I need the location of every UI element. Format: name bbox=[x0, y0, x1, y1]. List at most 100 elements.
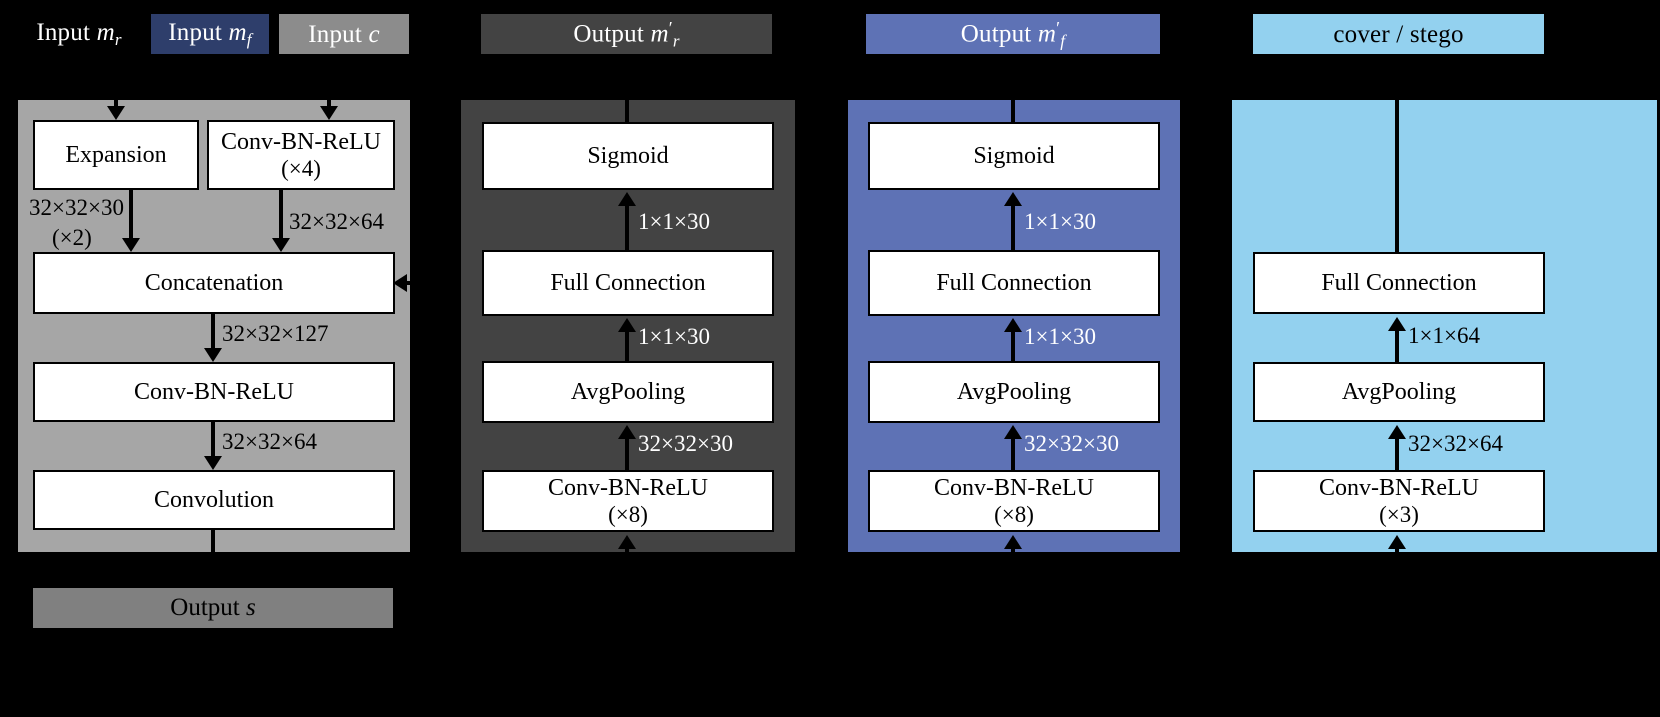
edge-p3-top-out bbox=[1011, 100, 1015, 122]
node-convolution-label: Convolution bbox=[153, 486, 274, 513]
header-cover-stego: cover / stego bbox=[1253, 14, 1544, 54]
header-output-mr-prime: Output m′r bbox=[481, 14, 772, 54]
node-conv-bn-relu-x4-label: Conv-BN-ReLU bbox=[221, 128, 381, 155]
node-p3-sigmoid[interactable]: Sigmoid bbox=[868, 122, 1160, 190]
edge-label-32x32x64-top: 32×32×64 bbox=[289, 209, 384, 234]
edge-p2-conv-to-avgpool bbox=[625, 438, 629, 470]
node-concatenation-label: Concatenation bbox=[144, 269, 284, 296]
node-p3-conv-bn-relu-x8-sub: (×8) bbox=[994, 501, 1034, 527]
edge-input-c-to-convbnrelu4 bbox=[327, 58, 331, 114]
arrowhead-expansion-to-concat bbox=[122, 238, 140, 252]
output-s-label: Output s bbox=[170, 594, 256, 621]
arrowhead-side-into-concatenation bbox=[393, 274, 407, 292]
node-p2-conv-bn-relu-x8[interactable]: Conv-BN-ReLU (×8) bbox=[482, 470, 774, 532]
arrowhead-p3-avgpool-to-fc bbox=[1004, 318, 1022, 332]
node-expansion-label: Expansion bbox=[65, 141, 167, 168]
edge-input-mr-to-expansion bbox=[114, 58, 118, 114]
header-output-mf-prime-label: Output m′f bbox=[960, 17, 1066, 51]
arrowhead-p2-avgpool-to-fc bbox=[618, 318, 636, 332]
arrowhead-input-c bbox=[320, 106, 338, 120]
edge-convbnrelu4-to-concat bbox=[279, 190, 283, 242]
node-p4-conv-bn-relu-x3[interactable]: Conv-BN-ReLU (×3) bbox=[1253, 470, 1545, 532]
arrowhead-convbnrelu4-to-concat bbox=[272, 238, 290, 252]
header-output-mf-prime: Output m′f bbox=[866, 14, 1160, 54]
arrowhead-p3-fc-to-sigmoid bbox=[1004, 192, 1022, 206]
header-input-mf-label: Input mf bbox=[168, 19, 252, 49]
output-s-bar: Output s bbox=[33, 588, 393, 628]
node-p2-full-connection[interactable]: Full Connection bbox=[482, 250, 774, 316]
node-p3-full-connection[interactable]: Full Connection bbox=[868, 250, 1160, 316]
node-p2-avgpooling[interactable]: AvgPooling bbox=[482, 361, 774, 423]
edge-expansion-to-concat bbox=[129, 190, 133, 242]
node-p3-avgpooling-label: AvgPooling bbox=[956, 378, 1072, 405]
edge-label-p3-32x32x30: 32×32×30 bbox=[1024, 431, 1119, 456]
node-p2-sigmoid-label: Sigmoid bbox=[587, 142, 669, 169]
arrowhead-p2-bottom-in bbox=[618, 535, 636, 549]
edge-p3-bottom-in bbox=[1011, 548, 1015, 566]
edge-label-32x32x30: 32×32×30 bbox=[29, 195, 124, 220]
node-p3-avgpooling[interactable]: AvgPooling bbox=[868, 361, 1160, 423]
header-input-c: Input c bbox=[279, 14, 409, 54]
arrowhead-convbnrelu-to-convolution bbox=[204, 456, 222, 470]
edge-label-32x32x127: 32×32×127 bbox=[222, 321, 329, 346]
edge-label-p4-32x32x64: 32×32×64 bbox=[1408, 431, 1503, 456]
header-cover-stego-label: cover / stego bbox=[1333, 20, 1464, 48]
node-p3-conv-bn-relu-x8[interactable]: Conv-BN-ReLU (×8) bbox=[868, 470, 1160, 532]
edge-label-p4-1x1x64: 1×1×64 bbox=[1408, 323, 1480, 348]
edge-p2-top-out bbox=[625, 100, 629, 122]
node-p4-conv-bn-relu-x3-label: Conv-BN-ReLU bbox=[1319, 474, 1479, 501]
edge-label-p2-1x1x30-lower: 1×1×30 bbox=[638, 324, 710, 349]
node-p2-conv-bn-relu-x8-label: Conv-BN-ReLU bbox=[548, 474, 708, 501]
edge-p4-top-line bbox=[1395, 100, 1399, 252]
header-input-mf: Input mf bbox=[151, 14, 269, 54]
edge-p2-bottom-in bbox=[625, 548, 629, 566]
edge-p4-conv-to-avgpool bbox=[1395, 438, 1399, 470]
node-p3-sigmoid-label: Sigmoid bbox=[973, 142, 1055, 169]
edge-label-32x32x64-bottom: 32×32×64 bbox=[222, 429, 317, 454]
header-input-mr-label: Input mr bbox=[36, 19, 122, 49]
arrowhead-concat-to-convbnrelu bbox=[204, 348, 222, 362]
node-conv-bn-relu[interactable]: Conv-BN-ReLU bbox=[33, 362, 395, 422]
node-p3-conv-bn-relu-x8-label: Conv-BN-ReLU bbox=[934, 474, 1094, 501]
edge-concat-to-convbnrelu bbox=[211, 314, 215, 356]
node-concatenation[interactable]: Concatenation bbox=[33, 252, 395, 314]
node-p2-full-connection-label: Full Connection bbox=[550, 269, 706, 296]
edge-p3-fc-to-sigmoid bbox=[1011, 205, 1015, 250]
node-p3-full-connection-label: Full Connection bbox=[936, 269, 1092, 296]
arrowhead-p4-avgpool-to-fc bbox=[1388, 317, 1406, 331]
node-expansion[interactable]: Expansion bbox=[33, 120, 199, 190]
edge-p2-fc-to-sigmoid bbox=[625, 205, 629, 250]
node-p4-conv-bn-relu-x3-sub: (×3) bbox=[1379, 501, 1419, 527]
node-p2-avgpooling-label: AvgPooling bbox=[570, 378, 686, 405]
header-input-mr: Input mr bbox=[22, 14, 136, 54]
node-conv-bn-relu-label: Conv-BN-ReLU bbox=[134, 378, 294, 405]
edge-label-p2-1x1x30-upper: 1×1×30 bbox=[638, 209, 710, 234]
node-conv-bn-relu-x4[interactable]: Conv-BN-ReLU (×4) bbox=[207, 120, 395, 190]
edge-p3-avgpool-to-fc bbox=[1011, 331, 1015, 361]
edge-label-p2-32x32x30: 32×32×30 bbox=[638, 431, 733, 456]
edge-label-x2: (×2) bbox=[52, 225, 92, 250]
arrowhead-p4-conv-to-avgpool bbox=[1388, 425, 1406, 439]
edge-label-p3-1x1x30-lower: 1×1×30 bbox=[1024, 324, 1096, 349]
node-conv-bn-relu-x4-sub: (×4) bbox=[281, 155, 321, 181]
arrowhead-p3-conv-to-avgpool bbox=[1004, 425, 1022, 439]
edge-side-into-concatenation bbox=[396, 281, 426, 285]
node-p4-avgpooling-label: AvgPooling bbox=[1341, 378, 1457, 405]
header-input-c-label: Input c bbox=[308, 20, 380, 48]
edge-convbnrelu-to-convolution bbox=[211, 422, 215, 464]
node-p4-full-connection[interactable]: Full Connection bbox=[1253, 252, 1545, 314]
arrowhead-p2-conv-to-avgpool bbox=[618, 425, 636, 439]
node-p4-full-connection-label: Full Connection bbox=[1321, 269, 1477, 296]
node-p2-sigmoid[interactable]: Sigmoid bbox=[482, 122, 774, 190]
arrowhead-input-mr bbox=[107, 106, 125, 120]
edge-convolution-to-output-s bbox=[211, 530, 215, 552]
edge-label-p3-1x1x30-upper: 1×1×30 bbox=[1024, 209, 1096, 234]
node-p2-conv-bn-relu-x8-sub: (×8) bbox=[608, 501, 648, 527]
node-convolution[interactable]: Convolution bbox=[33, 470, 395, 530]
node-p4-avgpooling[interactable]: AvgPooling bbox=[1253, 362, 1545, 422]
arrowhead-p3-bottom-in bbox=[1004, 535, 1022, 549]
edge-p3-conv-to-avgpool bbox=[1011, 438, 1015, 470]
edge-p4-avgpool-to-fc bbox=[1395, 330, 1399, 362]
arrowhead-p2-fc-to-sigmoid bbox=[618, 192, 636, 206]
